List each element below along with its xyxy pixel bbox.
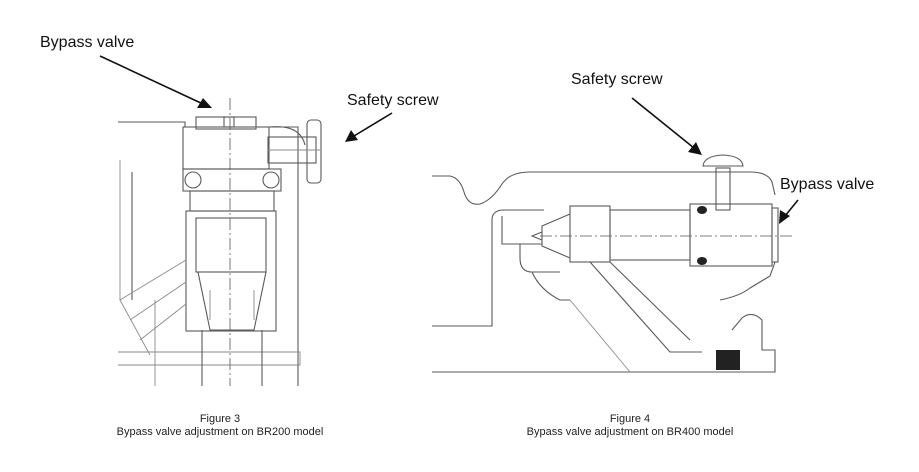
figure-3-title: Bypass valve adjustment on BR200 model: [116, 426, 324, 438]
figure-4: Safety screw Bypass valve Figure 4 Bypas…: [420, 0, 919, 472]
figure-3: Bypass valve Safety screw Figure 3 Bypas…: [40, 34, 439, 439]
figure-4-title: Bypass valve adjustment on BR400 model: [526, 426, 734, 438]
safety-screw-label: Safety screw: [347, 92, 439, 109]
figure-4-drawing: [432, 97, 799, 373]
bypass-valve-label: Bypass valve: [40, 34, 135, 51]
figure-3-number: Figure 3: [199, 413, 241, 425]
figure-4-caption: Figure 4 Bypass valve adjustment on BR40…: [470, 413, 790, 439]
bypass-valve-label: Bypass valve: [780, 176, 875, 193]
figure-3-drawing: [99, 55, 393, 386]
safety-screw-label: Safety screw: [571, 71, 663, 88]
figure-4-number: Figure 4: [609, 413, 651, 425]
figure-3-caption: Figure 3 Bypass valve adjustment on BR20…: [60, 413, 380, 439]
